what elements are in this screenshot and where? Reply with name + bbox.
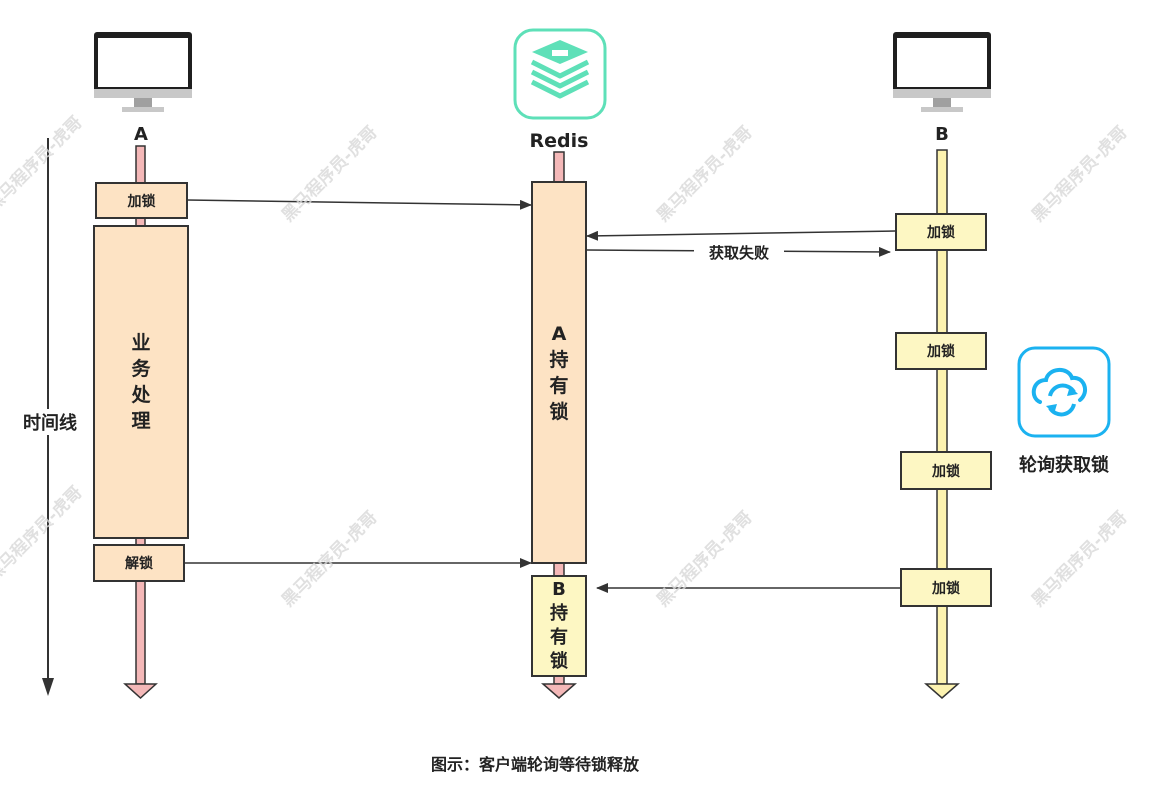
arrow-b-lock-to-redis [586,230,896,241]
b-lock-box-1: 加锁 [895,213,987,251]
b-lock-box-3: 加锁 [900,451,992,490]
a-process-char: 理 [131,410,151,432]
redis-a-hold-char: 锁 [549,400,569,423]
b-lock-box-2: 加锁 [895,332,987,370]
redis-icon [513,28,607,120]
arrow-a-lock-to-redis [186,199,532,210]
poll-label: 轮询获取锁 [1019,455,1109,476]
redis-b-hold-char: B [552,579,566,600]
participant-label-a: A [134,124,148,145]
monitor-icon-a [94,32,192,112]
a-business-processing-box: 业 务 处 理 [93,225,189,539]
redis-a-hold-char: 持 [549,348,569,371]
redis-a-hold-char: 有 [549,374,569,397]
b-lock-box-4: 加锁 [900,568,992,607]
monitor-icon-b [893,32,991,112]
a-lock-box: 加锁 [95,182,188,219]
caption: 图示：客户端轮询等待锁释放 [430,755,639,774]
redis-b-holds-lock-box: B 持 有 锁 [531,575,587,677]
participant-label-b: B [935,124,949,145]
redis-a-hold-char: A [551,322,567,345]
a-process-char: 处 [131,384,151,406]
redis-b-hold-char: 有 [550,627,568,648]
polling-icon [1017,346,1111,438]
redis-b-hold-char: 锁 [550,651,568,672]
a-process-char: 务 [131,358,151,380]
timeline-label: 时间线 [14,409,86,435]
a-unlock-box: 解锁 [93,544,185,582]
participant-label-redis: Redis [529,130,589,152]
redis-b-hold-char: 持 [550,603,568,624]
fail-label: 获取失败 [694,242,784,263]
lifeline-b [924,149,960,699]
a-process-char: 业 [131,332,151,354]
redis-a-holds-lock-box: A 持 有 锁 [531,181,587,564]
